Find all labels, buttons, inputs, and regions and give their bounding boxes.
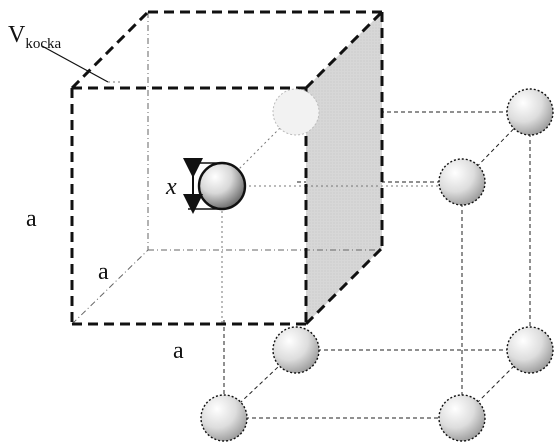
cube-edge [304, 246, 384, 326]
edge-label-depth: a [98, 259, 109, 285]
sphere [438, 394, 486, 442]
sphere [272, 326, 320, 374]
central-sphere [197, 161, 247, 211]
diameter-marker [183, 158, 222, 214]
cube-edge [304, 10, 384, 90]
shaded-face [306, 12, 382, 324]
volume-leader-line [41, 45, 109, 83]
hidden-edge [71, 249, 149, 325]
sphere [438, 158, 486, 206]
edge-label-vertical: a [26, 206, 37, 232]
sphere-faint [272, 88, 320, 136]
volume-label: Vkocka [8, 22, 62, 52]
sphere [506, 326, 554, 374]
diameter-label: x [165, 174, 177, 200]
edge-label-bottom: a [173, 338, 184, 364]
sphere [506, 88, 554, 136]
sphere [200, 394, 248, 442]
cube-edge [70, 10, 150, 90]
main-cube [41, 10, 440, 326]
